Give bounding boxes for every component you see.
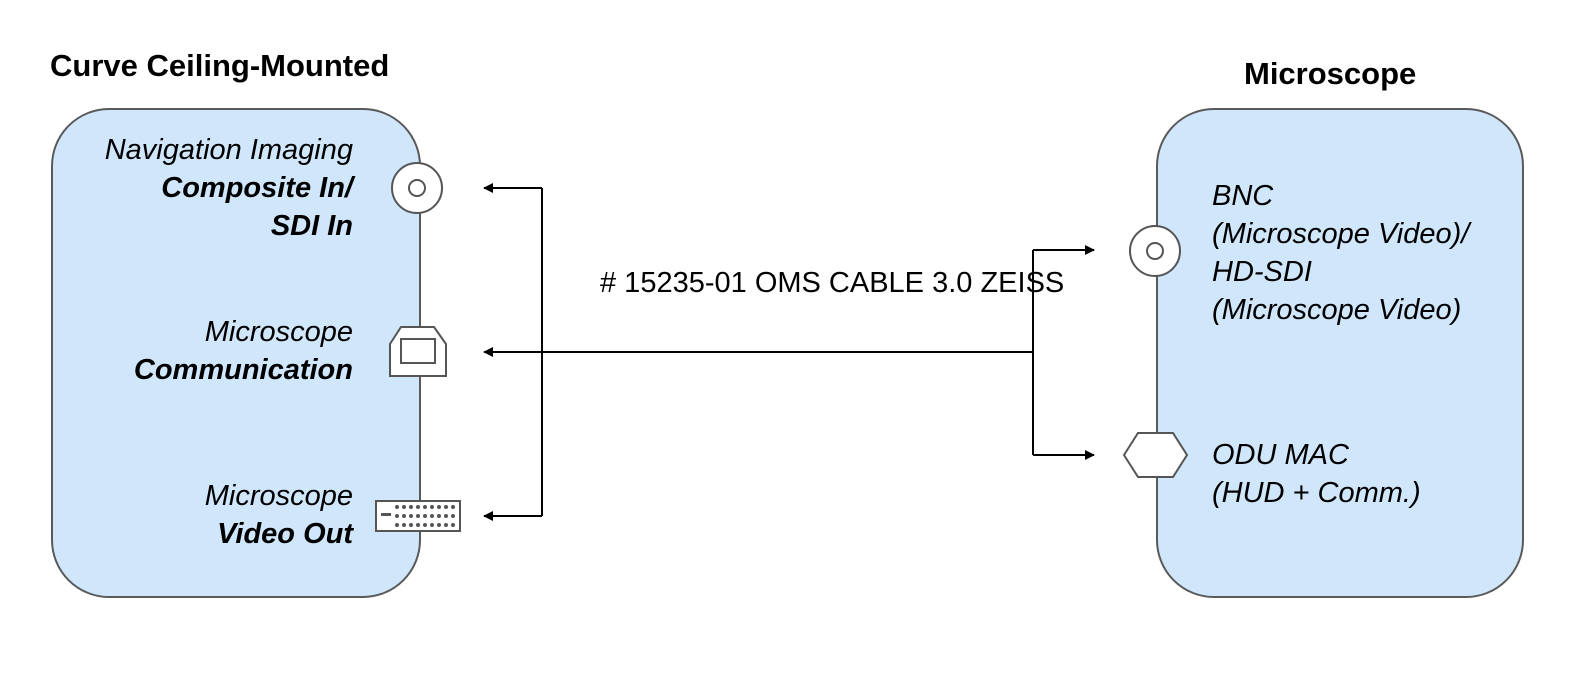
left-device-box [51,108,421,598]
cable-label: # 15235-01 OMS CABLE 3.0 ZEISS [600,264,1064,302]
cable-right-branch [1032,245,1095,460]
odu-mac-connector-icon [1122,432,1189,478]
usb-b-connector-icon [389,326,447,377]
right-device-box [1156,108,1524,598]
left-device-title: Curve Ceiling-Mounted [50,48,390,83]
bnc-connector-icon [391,162,443,214]
port-label-microscope-video-out: Microscope Video Out [204,480,353,550]
port-label-navigation-imaging: Navigation Imaging Composite In/ SDI In [104,134,353,242]
dvi-connector-icon [375,500,461,532]
cable-name: OMS CABLE 3.0 ZEISS [754,267,1065,299]
port-label-odu-mac: ODU MAC (HUD + Comm.) [1212,439,1421,509]
bnc-connector-icon [1129,225,1181,277]
right-device-title: Microscope [1244,56,1417,91]
port-label-bnc-hd-sdi: BNC (Microscope Video)/ HD-SDI (Microsco… [1212,180,1470,326]
port-label-microscope-communication: Microscope Communication [133,316,353,386]
cable-part-number: # 15235-01 [600,267,747,299]
